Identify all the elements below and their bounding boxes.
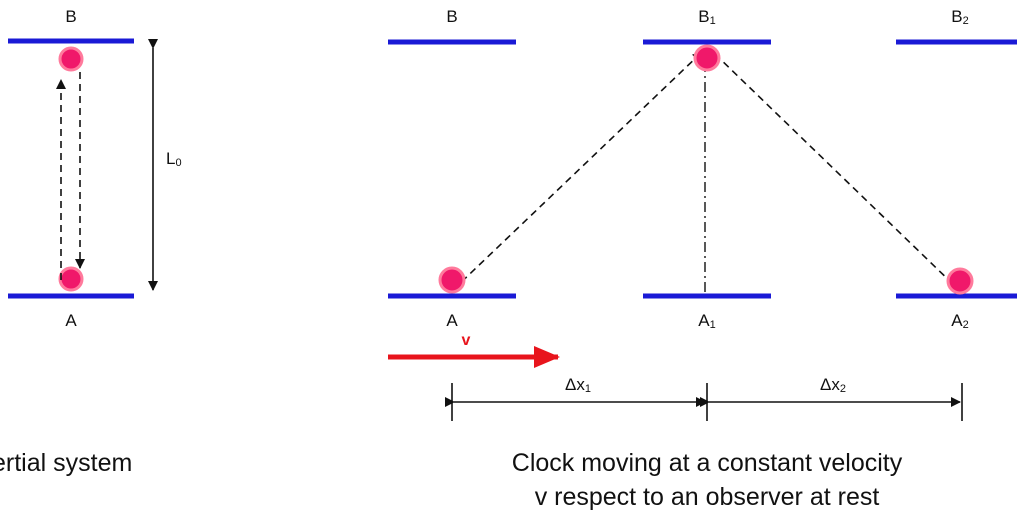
path-up-diagonal	[452, 51, 703, 291]
rest-caption: ertial system	[0, 449, 132, 477]
photon-pos1	[693, 44, 721, 72]
rest-photon-bottom	[58, 266, 84, 292]
rest-label-A: A	[65, 311, 77, 330]
dx1-label: Δx1	[565, 375, 591, 395]
velocity-label: v	[462, 332, 471, 349]
label-A2: A2	[951, 311, 968, 331]
label-B2: B2	[951, 7, 968, 27]
rest-label-B: B	[65, 7, 76, 26]
length-label: L0	[166, 149, 182, 169]
moving-clock: B A B1 A1 B2 A2 v Δx1 Δx2 Clock moving a…	[388, 7, 1017, 511]
label-A-pos0: A	[446, 311, 458, 330]
rest-photon-top	[58, 46, 84, 72]
dx2-label: Δx2	[820, 375, 846, 395]
label-B1: B1	[698, 7, 715, 27]
rest-clock: B A L0 ertial system	[0, 7, 182, 477]
path-down-diagonal	[714, 53, 959, 290]
photon-pos0	[438, 266, 466, 294]
moving-caption-line1: Clock moving at a constant velocity	[512, 449, 903, 477]
label-A1: A1	[698, 311, 715, 331]
photon-pos2	[946, 267, 974, 295]
label-B-pos0: B	[446, 7, 457, 26]
moving-caption-line2: v respect to an observer at rest	[535, 483, 880, 511]
